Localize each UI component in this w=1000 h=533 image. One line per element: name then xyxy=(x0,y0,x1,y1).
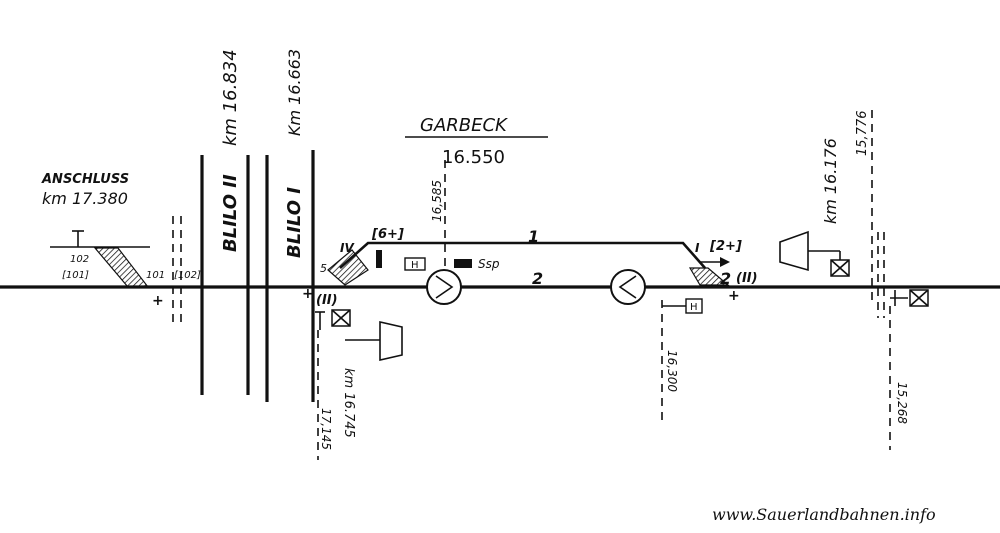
loop-track-1 xyxy=(339,241,706,269)
ssp-icon xyxy=(454,259,472,268)
west-label-6: [6+] xyxy=(371,227,404,242)
siding-catch-point xyxy=(93,247,150,288)
west-plus: + xyxy=(302,286,314,302)
siding-switch-upper: 102 xyxy=(70,254,89,265)
west-label-iv: IV xyxy=(340,241,355,255)
credit: www.Sauerlandbahnen.info xyxy=(712,505,936,524)
siding-switch-right: 101 xyxy=(146,270,165,281)
siding-plus: + xyxy=(152,293,164,309)
blilo1-label: BLILO I xyxy=(284,187,305,258)
east-label-ii: (II) xyxy=(736,271,758,286)
track-2-east-label: 2 xyxy=(720,269,731,288)
siding-switch-lower: [101] xyxy=(62,270,89,281)
track-1-label: 1 xyxy=(528,227,539,246)
svg-text:H: H xyxy=(411,260,419,271)
direction-east-icon xyxy=(426,269,462,305)
east-points-hatch xyxy=(688,267,730,286)
station-km: 16.550 xyxy=(442,147,505,168)
east-label-i: I xyxy=(695,241,700,255)
station-name: GARBECK xyxy=(420,115,508,136)
ssp-label: Ssp xyxy=(478,257,500,271)
east-plus: + xyxy=(728,288,740,304)
west-points-hatch xyxy=(327,249,369,286)
blilo1-km: Km 16.663 xyxy=(285,49,304,136)
west-lever-icon xyxy=(376,250,382,268)
east-signal-plate xyxy=(779,230,809,272)
blilo2-label: BLILO II xyxy=(220,174,241,252)
west-signal-plate xyxy=(379,320,403,362)
siding-switch-right-bracket: [102] xyxy=(174,270,201,281)
west-h-box xyxy=(404,257,426,271)
svg-text:H: H xyxy=(690,302,698,313)
siding-label: ANSCHLUSS xyxy=(41,172,129,187)
km-16745: km 16.745 xyxy=(341,368,356,438)
west-label-ii: (II) xyxy=(316,293,338,308)
east-h-box xyxy=(685,298,703,314)
km-16585: 16,585 xyxy=(430,180,444,222)
blilo2-km: km 16.834 xyxy=(220,49,241,146)
km-15776: 15,776 xyxy=(855,111,870,157)
east-label-2: [2+] xyxy=(709,239,742,254)
km-15268: 15,268 xyxy=(895,382,909,424)
siding-km: km 17.380 xyxy=(42,189,128,208)
west-label-5: 5 xyxy=(320,262,327,275)
km-16176: km 16.176 xyxy=(821,138,840,224)
km-17145: 17,145 xyxy=(319,408,333,450)
km-16300: 16,300 xyxy=(665,350,679,392)
track-2-label: 2 xyxy=(532,269,543,288)
direction-west-icon xyxy=(610,269,646,305)
